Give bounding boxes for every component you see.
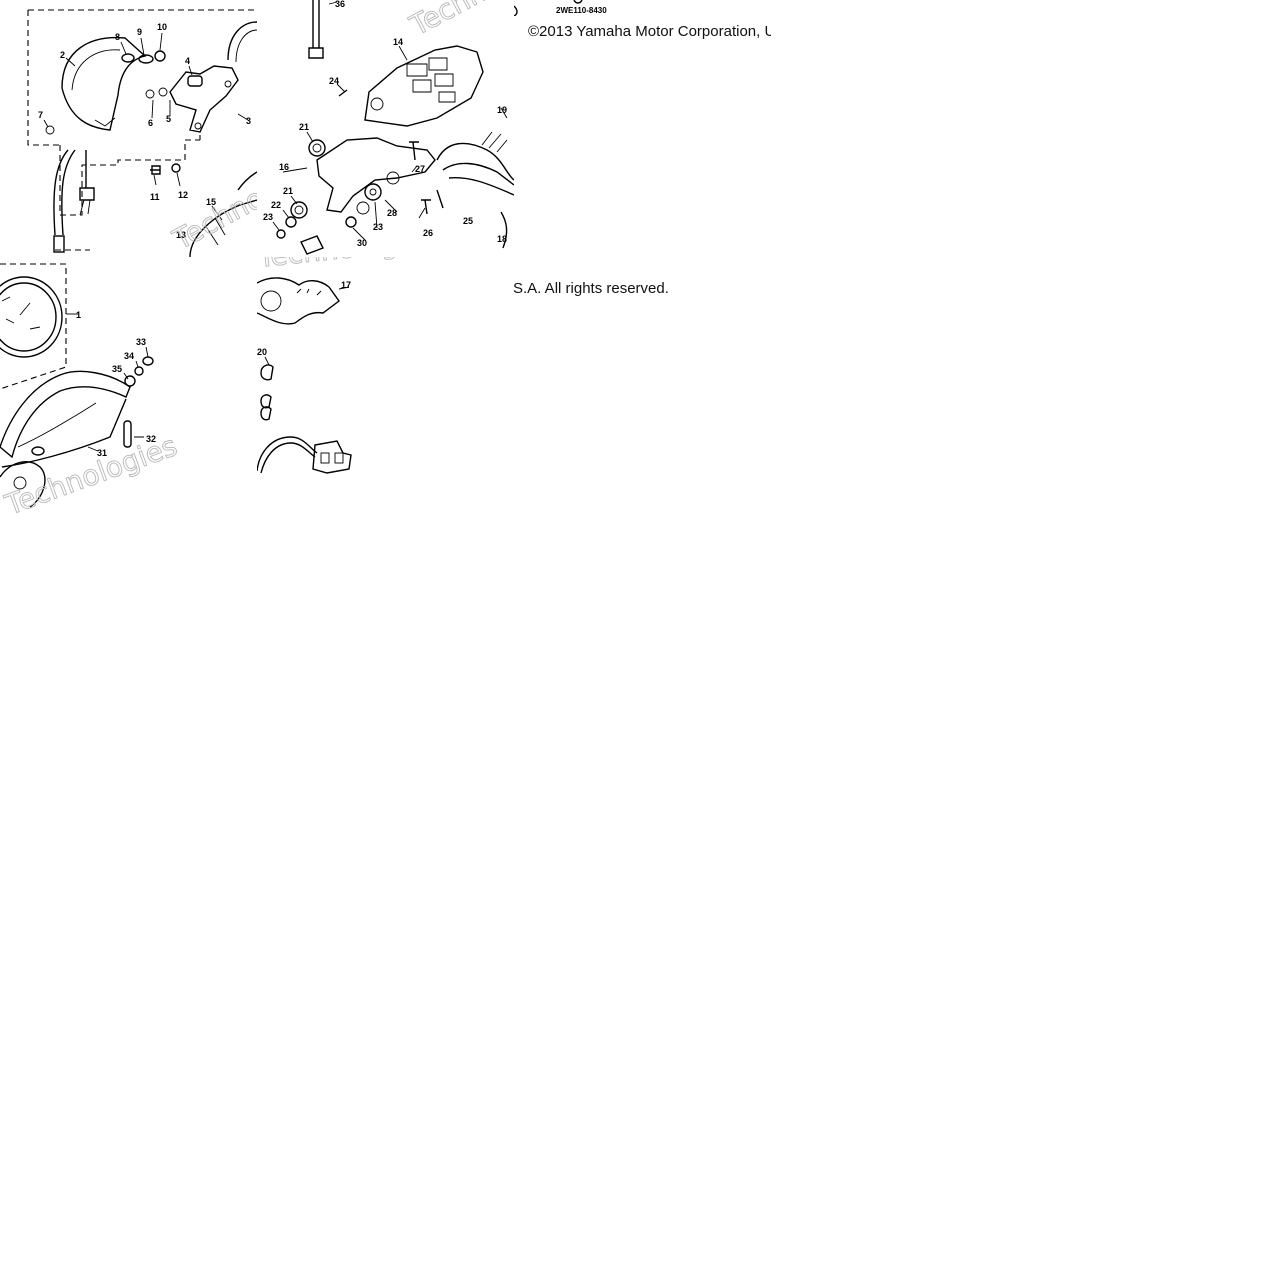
- diagram-tile-bracket-wiring: 36 14 24 21 16 21 22 23 27 28 23 30 26 2…: [257, 0, 514, 257]
- callout-21b: 21: [283, 186, 293, 196]
- callout-32: 32: [146, 434, 156, 444]
- callout-27: 27: [415, 164, 425, 174]
- copyright-line-1: ©2013 Yamaha Motor Corporation, U.S: [528, 23, 771, 40]
- document-code: 2WE110-8430: [556, 6, 607, 15]
- exploded-view-bracket: 36 14 24 21 16 21 22 23 27 28 23 30 26 2…: [263, 0, 514, 255]
- callout-15: 15: [206, 197, 216, 207]
- diagram-tile-reference: 2WE110-8430 ©2013 Yamaha Motor Corporati…: [514, 0, 771, 48]
- callout-24: 24: [329, 76, 339, 86]
- callout-12: 12: [178, 190, 188, 200]
- callout-7: 7: [38, 110, 43, 120]
- callout-26: 26: [423, 228, 433, 238]
- watermark-text: Technologies: [0, 429, 181, 514]
- callout-2: 2: [60, 50, 65, 60]
- callout-30: 30: [357, 238, 367, 248]
- callout-18: 18: [497, 234, 507, 244]
- reference-fragment: [514, 0, 583, 16]
- callout-5: 5: [166, 114, 171, 124]
- diagram-tile-meter-housing: 2 8 9 10 4 7 6 5 3 11 12 15 13 Technolog…: [0, 0, 257, 257]
- callout-13: 13: [176, 230, 186, 240]
- callout-36: 36: [335, 0, 345, 9]
- diagram-tile-panel-connector: 17 20 Technologies: [257, 257, 514, 514]
- callout-20: 20: [257, 347, 267, 357]
- copyright-line-2: S.A. All rights reserved.: [513, 280, 669, 297]
- callout-19: 19: [497, 105, 507, 115]
- callout-16: 16: [279, 162, 289, 172]
- callout-23b: 23: [373, 222, 383, 232]
- callout-28: 28: [387, 208, 397, 218]
- watermark-text: Technologies: [404, 0, 514, 43]
- callout-25: 25: [463, 216, 473, 226]
- diagram-tile-meter-cover: 33 34 35 32 31 1 Technologies: [0, 257, 257, 514]
- callout-4: 4: [185, 56, 190, 66]
- callout-17: 17: [341, 280, 351, 290]
- callout-14: 14: [393, 37, 403, 47]
- exploded-view-housing: 2 8 9 10 4 7 6 5 3 11 12 15 13 Technolog…: [27, 9, 257, 257]
- callout-9: 9: [137, 27, 142, 37]
- watermark-text: Technologies: [257, 257, 439, 274]
- callout-11: 11: [150, 192, 160, 202]
- callout-33: 33: [136, 337, 146, 347]
- exploded-view-panel: 17 20 Technologies: [257, 257, 439, 474]
- callout-31: 31: [97, 448, 107, 458]
- callout-8: 8: [115, 32, 120, 42]
- callout-23a: 23: [263, 212, 273, 222]
- callout-6: 6: [148, 118, 153, 128]
- exploded-view-cover: 33 34 35 32 31 1 Technologies: [0, 263, 182, 514]
- callout-35: 35: [112, 364, 122, 374]
- callout-22: 22: [271, 200, 281, 210]
- callout-1: 1: [76, 310, 81, 320]
- callout-10: 10: [157, 22, 167, 32]
- callout-3: 3: [246, 116, 251, 126]
- callout-21a: 21: [299, 122, 309, 132]
- callout-34: 34: [124, 351, 134, 361]
